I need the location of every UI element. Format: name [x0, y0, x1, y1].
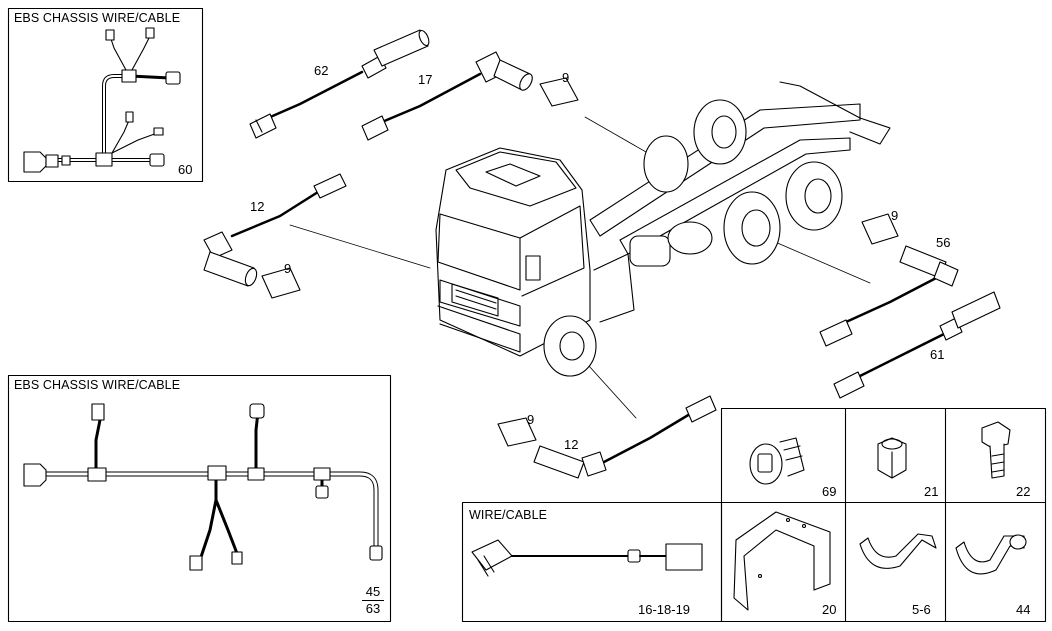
truck-drawing: [435, 81, 891, 377]
ref-44: 44: [1016, 602, 1031, 617]
sensor-62-drawing: [249, 29, 430, 139]
part-5-6-clamp: [859, 533, 937, 569]
part-44-clamp: [955, 534, 1027, 575]
clip-9-drawings: [261, 77, 899, 447]
ref-45: 45: [365, 584, 381, 599]
ref-63: 63: [365, 601, 381, 616]
harness-60-drawing: [23, 27, 181, 173]
sensor-61-drawing: [833, 291, 1001, 399]
harness-45-drawing: [23, 403, 383, 571]
sensor-12-bottom-drawing: [533, 395, 717, 479]
ref-60: 60: [178, 162, 193, 177]
part-20-bracket: [733, 511, 831, 611]
callout-9-right: 9: [891, 208, 899, 223]
parts-grid-frame: [720, 407, 1047, 623]
callout-17: 17: [418, 72, 433, 87]
ref-22: 22: [1016, 484, 1031, 499]
sensor-56-drawing: [819, 245, 959, 347]
panel-frame-top-left: [7, 7, 204, 183]
ref-5-6: 5-6: [912, 602, 931, 617]
panel-title-top-left: EBS CHASSIS WIRE/CABLE: [14, 11, 181, 25]
callout-12-bottom: 12: [564, 437, 579, 452]
sensor-17-drawing: [361, 51, 533, 141]
callout-12-left: 12: [250, 199, 265, 214]
part-69-grommet: [749, 437, 805, 485]
callout-61: 61: [930, 347, 945, 362]
panel-frame-bottom-left: [7, 374, 392, 623]
part-21-nut: [877, 437, 907, 479]
callout-62: 62: [314, 63, 329, 78]
callout-9-left: 9: [284, 261, 292, 276]
ref-45-63: 45 63: [362, 585, 384, 616]
ref-20: 20: [822, 602, 837, 617]
sensor-12-left-drawing: [203, 173, 347, 287]
panel-title-bottom-left: EBS CHASSIS WIRE/CABLE: [14, 378, 181, 392]
callout-9-bottom: 9: [527, 412, 535, 427]
panel-title-wire-cable: WIRE/CABLE: [469, 508, 548, 522]
ref-21: 21: [924, 484, 939, 499]
ref-16-18-19: 16-18-19: [638, 602, 691, 617]
wire-cable-part-drawing: [471, 539, 703, 577]
ref-69: 69: [822, 484, 837, 499]
part-22-bolt: [981, 421, 1011, 479]
callout-9-top: 9: [562, 70, 570, 85]
callout-56: 56: [936, 235, 951, 250]
